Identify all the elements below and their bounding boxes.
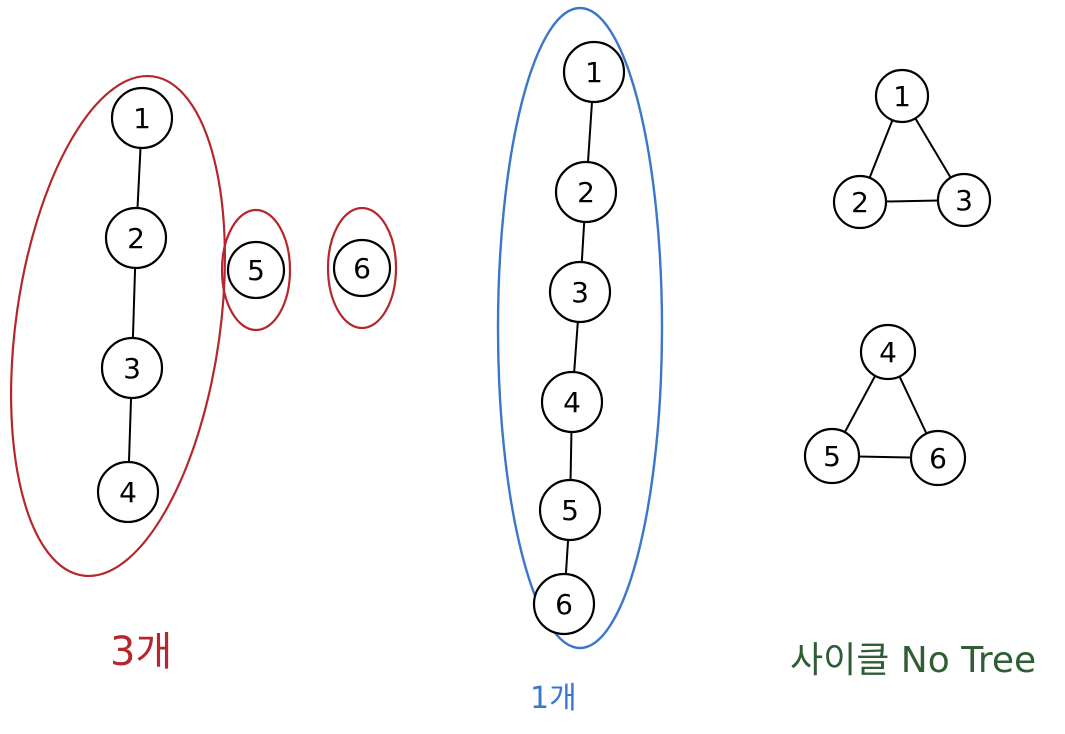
node-circle	[554, 160, 618, 224]
nodes-layer: 1 2 3 4 5 6 1 2 3 4 5 6 1 2 3 4 5 6	[96, 40, 992, 636]
captions-layer: 3개 1개 사이클 No Tree	[110, 629, 1036, 716]
chain-node-3: 3	[548, 260, 612, 324]
chain-node-4: 4	[540, 370, 604, 434]
node-circle	[538, 478, 602, 542]
node-circle	[110, 86, 174, 150]
node-circle	[859, 323, 917, 381]
node-label: 5	[561, 494, 579, 527]
cycle-node-6: 6	[909, 429, 967, 487]
node-circle	[874, 68, 930, 124]
chain-node-5: 5	[538, 478, 602, 542]
node-label: 4	[563, 386, 581, 419]
chain-node-1: 1	[562, 40, 626, 104]
node-label: 5	[823, 440, 841, 473]
isolated-node-5: 5	[226, 240, 286, 300]
single-tree-outline	[496, 6, 664, 650]
forest-tree-outline	[9, 74, 227, 578]
isolated-node-6: 6	[332, 238, 392, 298]
node-label: 1	[893, 80, 911, 113]
cycle-node-5: 5	[803, 427, 861, 485]
node-label: 3	[571, 276, 589, 309]
cycle-node-1: 1	[874, 68, 930, 124]
outlines-layer	[9, 6, 664, 650]
chain-node-6: 6	[532, 572, 596, 636]
node-label: 1	[133, 102, 151, 135]
forest-node-1: 1	[110, 86, 174, 150]
forest-node-3: 3	[100, 336, 164, 400]
node-label: 4	[119, 476, 137, 509]
node-circle	[332, 238, 392, 298]
forest-caption: 3개	[110, 629, 172, 675]
node-label: 6	[353, 252, 371, 285]
node-circle	[803, 427, 861, 485]
node-circle	[96, 460, 160, 524]
single-tree-caption: 1개	[530, 681, 577, 716]
node-circle	[532, 572, 596, 636]
node-circle	[562, 40, 626, 104]
node-circle	[832, 174, 888, 230]
node-circle	[548, 260, 612, 324]
chain-node-2: 2	[554, 160, 618, 224]
cycle-caption: 사이클 No Tree	[790, 640, 1036, 681]
node-circle	[100, 336, 164, 400]
node-circle	[936, 172, 992, 228]
cycle-node-3: 3	[936, 172, 992, 228]
node-label: 3	[123, 352, 141, 385]
node-label: 4	[879, 336, 897, 369]
node-label: 2	[577, 176, 595, 209]
isolated-outline	[326, 206, 398, 330]
node-label: 2	[851, 186, 869, 219]
node-circle	[104, 206, 168, 270]
cycle-node-4: 4	[859, 323, 917, 381]
node-label: 2	[127, 222, 145, 255]
forest-node-2: 2	[104, 206, 168, 270]
node-label: 6	[929, 442, 947, 475]
forest-node-4: 4	[96, 460, 160, 524]
isolated-outline	[220, 208, 292, 332]
node-circle	[226, 240, 286, 300]
node-circle	[909, 429, 967, 487]
cycle-node-2: 2	[832, 174, 888, 230]
node-label: 6	[555, 588, 573, 621]
node-circle	[540, 370, 604, 434]
node-label: 1	[585, 56, 603, 89]
node-label: 5	[247, 254, 265, 287]
node-label: 3	[955, 184, 973, 217]
